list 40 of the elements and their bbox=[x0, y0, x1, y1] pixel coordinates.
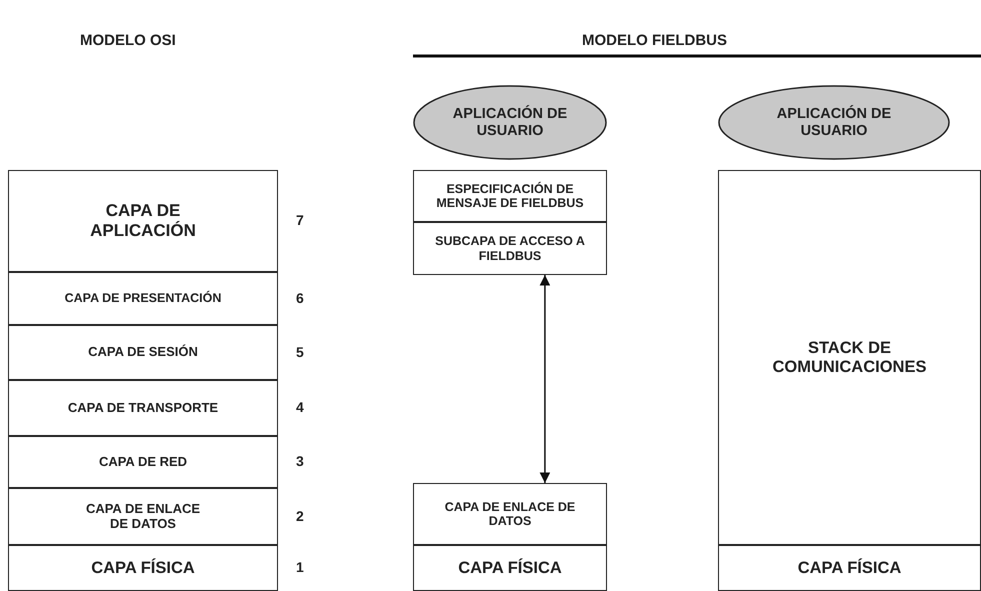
layer-box bbox=[8, 170, 278, 272]
layer-box bbox=[8, 545, 278, 591]
layer-label: APLICACIÓN DE USUARIO bbox=[452, 106, 568, 140]
layer-label: SUBCAPA DE ACCESO A FIELDBUS bbox=[435, 234, 585, 263]
layer-box bbox=[8, 325, 278, 380]
layer-box bbox=[8, 272, 278, 325]
layer-label: CAPA FÍSICA bbox=[798, 558, 902, 578]
double-arrow bbox=[540, 275, 550, 483]
layer-box bbox=[413, 222, 607, 275]
heading: MODELO FIELDBUS bbox=[582, 32, 727, 49]
layer-label: CAPA DE SESIÓN bbox=[88, 345, 198, 360]
layer-number: 3 bbox=[296, 453, 304, 469]
layer-label: CAPA FÍSICA bbox=[458, 558, 562, 578]
ellipse-node bbox=[413, 85, 607, 160]
layer-label: STACK DE COMUNICACIONES bbox=[771, 338, 928, 376]
layer-label: ESPECIFICACIÓN DE MENSAJE DE FIELDBUS bbox=[435, 182, 585, 210]
layer-label: CAPA DE APLICACIÓN bbox=[89, 201, 197, 241]
layer-box bbox=[8, 488, 278, 545]
layer-label: CAPA DE ENLACE DE DATOS bbox=[444, 500, 576, 528]
layer-number: 5 bbox=[296, 344, 304, 360]
ellipse-node bbox=[718, 85, 950, 160]
layer-number: 6 bbox=[296, 290, 304, 306]
layer-box bbox=[8, 380, 278, 436]
layer-number: 2 bbox=[296, 508, 304, 524]
layer-box bbox=[413, 170, 607, 222]
layer-label: CAPA DE PRESENTACIÓN bbox=[64, 291, 222, 306]
layer-number: 7 bbox=[296, 212, 304, 228]
layer-box bbox=[413, 545, 607, 591]
layer-label: CAPA DE TRANSPORTE bbox=[68, 400, 218, 416]
layer-box bbox=[718, 170, 981, 545]
heading: MODELO OSI bbox=[80, 32, 176, 49]
layer-label: CAPA DE ENLACE DE DATOS bbox=[84, 502, 202, 532]
layer-number: 1 bbox=[296, 559, 304, 575]
layer-box bbox=[718, 545, 981, 591]
layer-label: APLICACIÓN DE USUARIO bbox=[776, 106, 892, 140]
layer-label: CAPA DE RED bbox=[98, 454, 188, 470]
layer-number: 4 bbox=[296, 399, 304, 415]
layer-box bbox=[8, 436, 278, 488]
layer-box bbox=[413, 483, 607, 545]
layer-label: CAPA FÍSICA bbox=[91, 558, 195, 578]
